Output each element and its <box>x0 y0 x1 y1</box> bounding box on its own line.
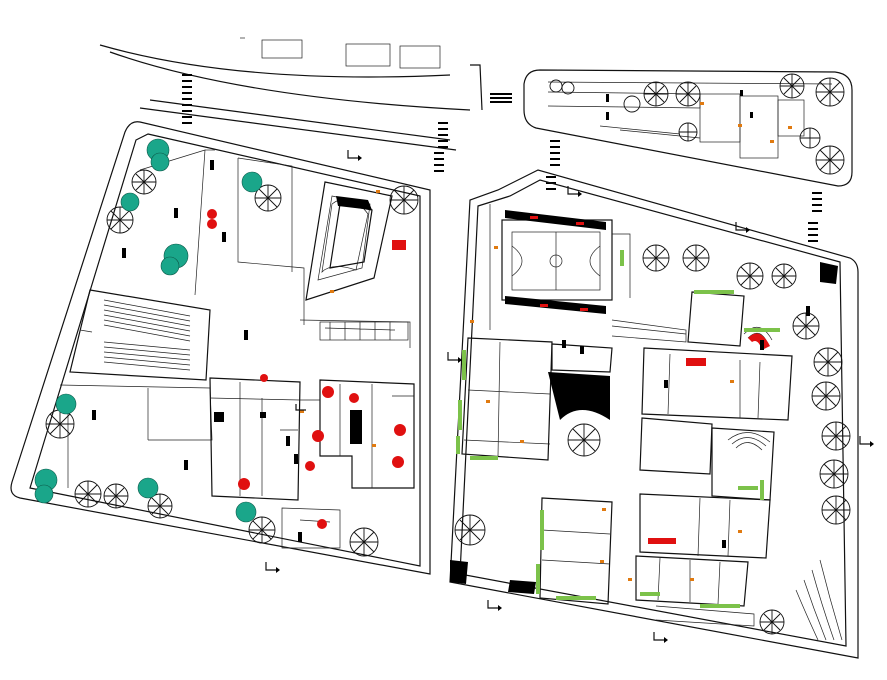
top-right-block <box>523 69 853 187</box>
teal-trees <box>34 138 263 523</box>
top-road <box>99 37 483 151</box>
section-marker-icon <box>347 150 362 161</box>
tree-icon <box>131 169 157 195</box>
red-fixtures <box>207 209 770 544</box>
stippled-area <box>795 559 843 641</box>
right-campus <box>449 169 859 659</box>
green-planters <box>456 250 780 608</box>
crosswalks <box>182 74 822 242</box>
stadium-seating <box>79 299 191 371</box>
section-markers <box>265 150 874 643</box>
room-symbols <box>92 160 810 548</box>
left-site <box>10 121 431 575</box>
trees <box>45 73 851 635</box>
door-markers <box>300 190 742 581</box>
